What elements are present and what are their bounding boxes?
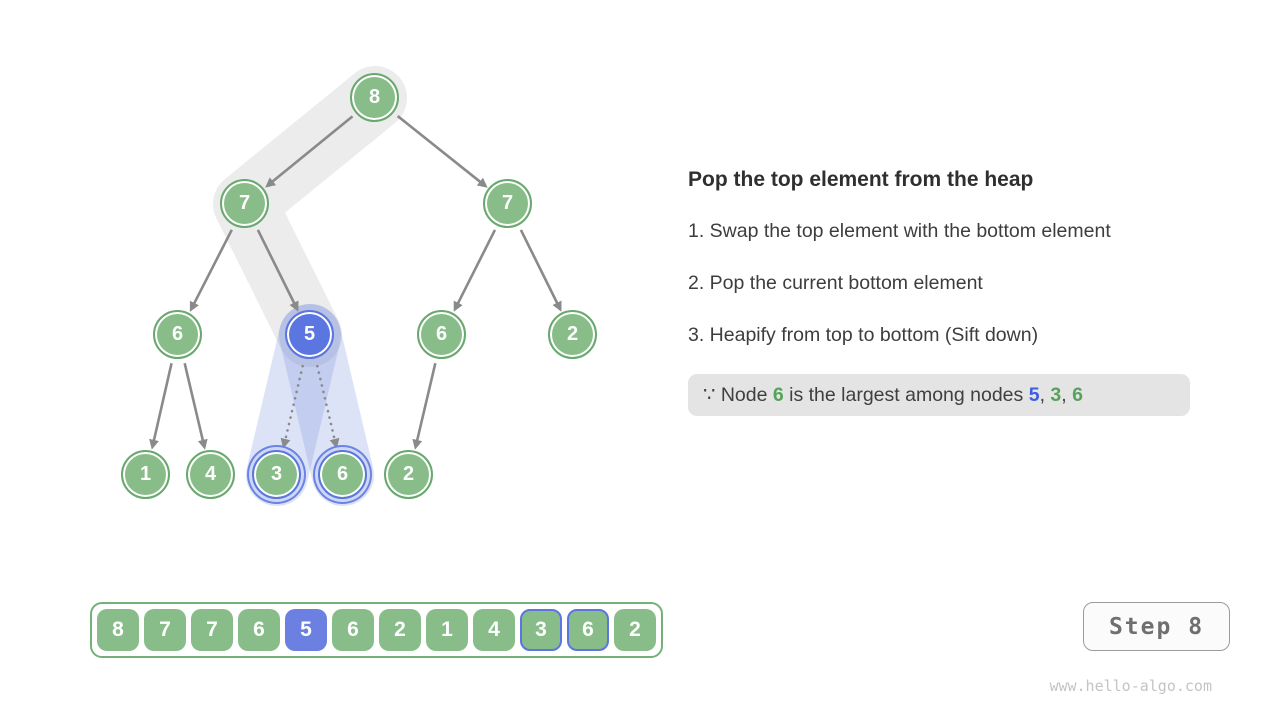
panel-title: Pop the top element from the heap <box>688 168 1034 191</box>
tree-edge <box>265 115 354 188</box>
tree-edge <box>453 229 497 312</box>
tree-node-value: 6 <box>171 323 184 345</box>
tree-node: 5 <box>285 310 334 359</box>
array-cell: 8 <box>97 609 139 651</box>
tree-node-value: 4 <box>204 463 217 485</box>
array-cell: 2 <box>614 609 656 651</box>
note-part: 6 <box>1072 384 1083 406</box>
tree-edge <box>396 115 488 188</box>
tree-node-value: 2 <box>402 463 415 485</box>
tree-node: 7 <box>483 179 532 228</box>
note-part: is the largest among nodes <box>783 384 1029 406</box>
watermark: www.hello-algo.com <box>1049 677 1212 695</box>
array-cell-value: 2 <box>394 618 406 641</box>
sift-dotted-edge <box>316 364 340 449</box>
array-cell: 3 <box>520 609 562 651</box>
array-cell-value: 7 <box>159 618 171 641</box>
tree-node: 3 <box>252 450 301 499</box>
array-cell-value: 6 <box>582 618 594 641</box>
step-list: 1. Swap the top element with the bottom … <box>688 218 1218 348</box>
tree-node: 1 <box>121 450 170 499</box>
note-part: 6 <box>772 384 784 406</box>
tree-node: 6 <box>417 310 466 359</box>
tree-node-value: 2 <box>566 323 579 345</box>
array-cell: 2 <box>379 609 421 651</box>
tree-node-value: 6 <box>435 323 448 345</box>
array-cell-value: 6 <box>253 618 265 641</box>
array-cell-value: 3 <box>535 618 547 641</box>
tree-node: 7 <box>220 179 269 228</box>
array-cell-value: 5 <box>300 618 312 641</box>
tree-edge <box>519 229 562 312</box>
step-item: 2. Pop the current bottom element <box>688 272 983 294</box>
note-part: 5 <box>1028 384 1040 406</box>
tree-edge <box>149 362 173 450</box>
step-item: 3. Heapify from top to bottom (Sift down… <box>688 324 1039 346</box>
array-cell-value: 8 <box>112 618 124 641</box>
tree-nodes-layer: 8 7 7 6 5 6 2 1 4 3 6 2 <box>0 0 660 560</box>
tree-node: 2 <box>384 450 433 499</box>
sift-dotted-edge <box>280 364 304 449</box>
array-cell-value: 1 <box>441 618 453 641</box>
note-part: , <box>1039 384 1051 406</box>
tree-node-value: 1 <box>139 463 152 485</box>
tree-node-value: 5 <box>303 323 316 345</box>
tree-edge <box>412 362 437 450</box>
array-cell: 1 <box>426 609 468 651</box>
edge-layer <box>149 115 562 450</box>
array-cell-value: 7 <box>206 618 218 641</box>
note-part: ∵ Node <box>703 384 773 406</box>
tree-node-value: 7 <box>501 192 514 214</box>
array-cell: 7 <box>191 609 233 651</box>
array-cell: 6 <box>238 609 280 651</box>
tree-node: 6 <box>318 450 367 499</box>
tree-node: 6 <box>153 310 202 359</box>
step-item: 1. Swap the top element with the bottom … <box>688 220 1111 242</box>
heap-array: 8 7 7 6 5 6 2 1 4 3 6 2 <box>90 602 663 658</box>
array-cell: 4 <box>473 609 515 651</box>
array-cell-value: 4 <box>488 618 500 641</box>
array-cell: 5 <box>285 609 327 651</box>
explanation-panel: Pop the top element from the heap 1. Swa… <box>688 166 1218 416</box>
tree-node: 4 <box>186 450 235 499</box>
tree-node: 2 <box>548 310 597 359</box>
tree-node-value: 7 <box>238 192 251 214</box>
array-cell: 6 <box>332 609 374 651</box>
array-cell-value: 2 <box>629 618 641 641</box>
tree-edge <box>189 229 233 312</box>
note-part: 3 <box>1050 384 1062 406</box>
array-cell: 7 <box>144 609 186 651</box>
note-part: , <box>1061 384 1073 406</box>
tree-edge <box>183 362 208 450</box>
array-cell: 6 <box>567 609 609 651</box>
array-cell-value: 6 <box>347 618 359 641</box>
tree-edge <box>256 229 299 312</box>
step-badge: Step 8 <box>1083 602 1230 651</box>
tree-node-value: 3 <box>270 463 283 485</box>
note-box: ∵ Node 6 is the largest among nodes 5, 3… <box>688 374 1190 416</box>
tree-node-value: 6 <box>336 463 349 485</box>
tree-node: 8 <box>350 73 399 122</box>
tree-node-value: 8 <box>368 86 381 108</box>
